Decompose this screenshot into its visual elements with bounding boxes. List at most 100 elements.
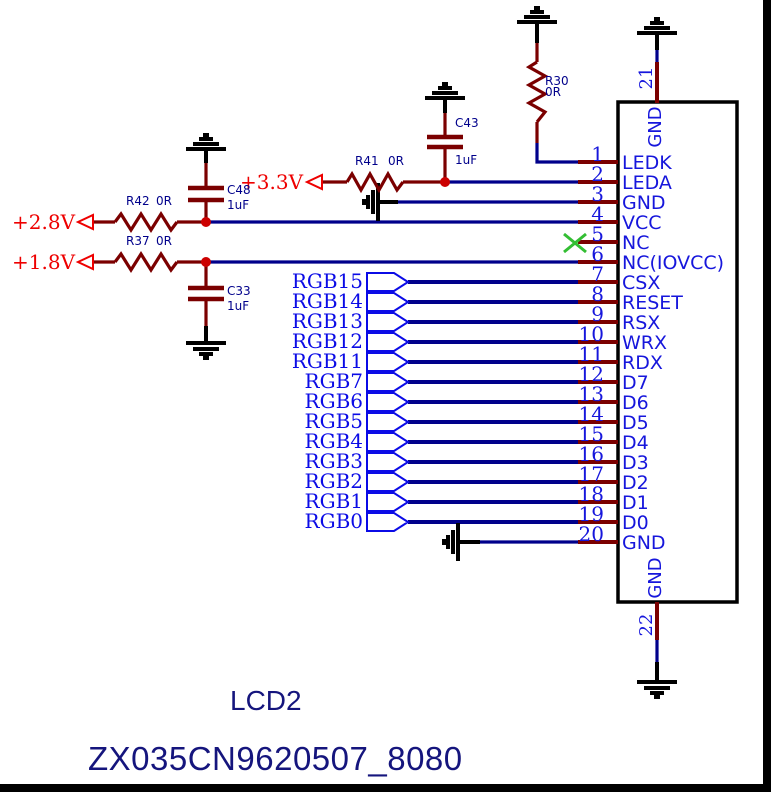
- pin-number-label[interactable]: 21: [636, 66, 657, 90]
- pin-name-label[interactable]: GND: [645, 557, 666, 599]
- ic-pin-stubs[interactable]: [578, 62, 659, 640]
- net-label-rgb[interactable]: RGB3: [304, 449, 363, 473]
- pin-number-label[interactable]: 19: [578, 502, 604, 526]
- net-label-1v8[interactable]: +1.8V: [12, 250, 76, 274]
- pin-number-label[interactable]: 13: [578, 382, 604, 406]
- net-label-rgb[interactable]: RGB2: [304, 469, 363, 493]
- pin-name-label[interactable]: D6: [622, 392, 649, 414]
- net-label-rgb[interactable]: RGB0: [304, 509, 363, 533]
- net-label-rgb[interactable]: RGB7: [304, 369, 363, 393]
- pin-number-label[interactable]: 4: [591, 202, 604, 226]
- pin-name-label[interactable]: VCC: [622, 212, 662, 234]
- pin-name-label[interactable]: D5: [622, 412, 649, 434]
- pin-number-label[interactable]: 5: [591, 222, 604, 246]
- pin-number-label[interactable]: 22: [636, 613, 657, 637]
- value-r41[interactable]: 0R: [388, 154, 404, 168]
- pin-name-label[interactable]: NC: [622, 232, 650, 254]
- value-r30[interactable]: 0R: [545, 85, 561, 99]
- part-number-title[interactable]: ZX035CN9620507_8080: [88, 740, 463, 777]
- pin-number-label[interactable]: 7: [591, 262, 604, 286]
- designator-r30[interactable]: R30: [545, 74, 569, 88]
- value-c33[interactable]: 1uF: [227, 299, 250, 313]
- pin-number-label[interactable]: 20: [578, 522, 604, 546]
- power-port-arrow: [75, 253, 94, 271]
- pin-name-label[interactable]: RSX: [622, 312, 661, 334]
- pin-number-label[interactable]: 12: [578, 362, 604, 386]
- designator-r37[interactable]: R37: [126, 234, 150, 248]
- net-label-rgb[interactable]: RGB12: [291, 329, 363, 353]
- power-ports[interactable]: [75, 173, 323, 271]
- capacitor-c43[interactable]: [427, 113, 463, 182]
- designator-c33[interactable]: C33: [227, 284, 251, 298]
- designator-r41[interactable]: R41: [355, 154, 379, 168]
- value-r42[interactable]: 0R: [156, 194, 172, 208]
- resistor-r30[interactable]: [525, 43, 549, 143]
- harness-entries[interactable]: [366, 272, 410, 532]
- pin-name-label[interactable]: GND: [622, 532, 666, 554]
- pin-name-label[interactable]: D3: [622, 452, 649, 474]
- resistor-r37[interactable]: [93, 250, 206, 274]
- pin-name-label[interactable]: D2: [622, 472, 649, 494]
- no-connect-icon[interactable]: [563, 232, 587, 254]
- net-label-rgb[interactable]: RGB11: [291, 349, 363, 373]
- pin-name-label[interactable]: LEDK: [622, 152, 672, 174]
- pin-name-label[interactable]: NC(IOVCC): [622, 252, 725, 274]
- junction-dots: [201, 177, 450, 267]
- pin-number-label[interactable]: 15: [578, 422, 604, 446]
- pin-number-label[interactable]: 2: [591, 162, 604, 186]
- screen-edge-bottom: [0, 784, 771, 792]
- rgb-wires[interactable]: [408, 280, 578, 524]
- resistor-r42[interactable]: [93, 210, 206, 234]
- pin-number-label[interactable]: 18: [578, 482, 604, 506]
- pin-number-label[interactable]: 9: [591, 302, 604, 326]
- pin-name-label[interactable]: D0: [622, 512, 649, 534]
- pin-number-label[interactable]: 8: [591, 282, 604, 306]
- power-port-arrow: [304, 173, 323, 191]
- pin-name-label[interactable]: CSX: [622, 272, 661, 294]
- pin-number-label[interactable]: 11: [578, 342, 604, 366]
- pin-name-label[interactable]: RESET: [622, 292, 683, 314]
- capacitor-c33[interactable]: [188, 262, 224, 326]
- ground-symbol: [186, 133, 226, 163]
- net-label-rgb[interactable]: RGB5: [304, 409, 363, 433]
- pin-number-label[interactable]: 1: [591, 142, 604, 166]
- ground-symbol: [637, 662, 677, 699]
- net-label-rgb[interactable]: RGB4: [304, 429, 363, 453]
- net-wires[interactable]: [206, 50, 659, 662]
- ground-symbol: [517, 6, 557, 43]
- component-designator-title[interactable]: LCD2: [230, 685, 302, 716]
- pin-name-label[interactable]: D7: [622, 372, 649, 394]
- net-label-2v8[interactable]: +2.8V: [12, 210, 76, 234]
- pin-name-label[interactable]: GND: [645, 106, 666, 148]
- net-label-rgb[interactable]: RGB13: [291, 309, 363, 333]
- net-label-rgb[interactable]: RGB1: [304, 489, 363, 513]
- pin-name-label[interactable]: D1: [622, 492, 649, 514]
- ground-symbols[interactable]: [186, 6, 677, 699]
- value-r37[interactable]: 0R: [156, 234, 172, 248]
- pin-name-label[interactable]: RDX: [622, 352, 663, 374]
- pin-name-label[interactable]: D4: [622, 432, 649, 454]
- pin-number-label[interactable]: 10: [578, 322, 604, 346]
- pin-number-label[interactable]: 17: [578, 462, 604, 486]
- pin-number-label[interactable]: 3: [591, 182, 604, 206]
- net-label-rgb[interactable]: RGB15: [291, 269, 363, 293]
- resistor-r41[interactable]: [322, 170, 445, 194]
- designator-r42[interactable]: R42: [126, 194, 150, 208]
- net-label-rgb[interactable]: RGB14: [291, 289, 363, 313]
- designator-c48[interactable]: C48: [227, 183, 251, 197]
- capacitor-c48[interactable]: [188, 163, 224, 222]
- value-c48[interactable]: 1uF: [227, 198, 250, 212]
- net-label-3v3[interactable]: +3.3V: [240, 170, 304, 194]
- pin-number-label[interactable]: 16: [578, 442, 604, 466]
- screen-edge-right: [763, 0, 771, 792]
- pin-name-label[interactable]: LEDA: [622, 172, 672, 194]
- pin-name-label[interactable]: GND: [622, 192, 666, 214]
- net-label-rgb[interactable]: RGB6: [304, 389, 363, 413]
- pin-number-label[interactable]: 6: [591, 242, 604, 266]
- pin-name-label[interactable]: WRX: [622, 332, 668, 354]
- pin-number-label[interactable]: 14: [578, 402, 604, 426]
- designator-c43[interactable]: C43: [455, 116, 479, 130]
- ic-body-lcd2[interactable]: [616, 100, 739, 604]
- value-c43[interactable]: 1uF: [455, 153, 478, 167]
